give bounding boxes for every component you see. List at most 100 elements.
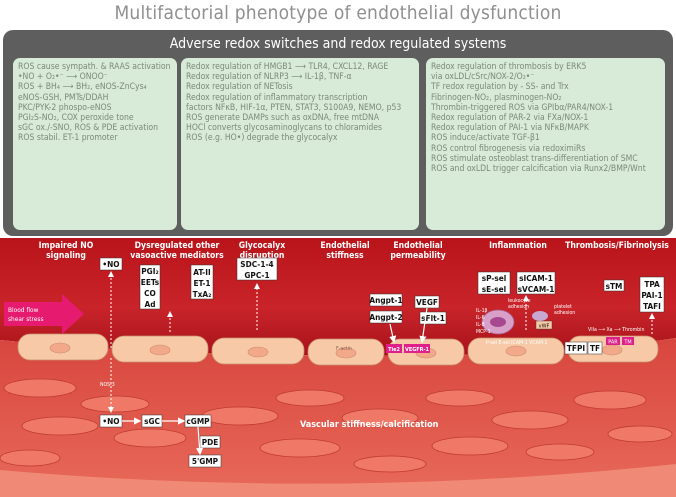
category-vasoactive: vasoactive mediators xyxy=(130,251,224,261)
blood-flow-label: Blood flow xyxy=(8,306,39,314)
vessel-illustration: Impaired NO signaling Dysregulated other… xyxy=(0,238,676,497)
panel-line: Redox regulation of thrombosis by ERK5 xyxy=(431,62,587,72)
coagulation-cascade: VIIa ⟶ Xa ⟶ Thrombin xyxy=(588,327,644,333)
category-glycocalyx: Glycocalyx xyxy=(239,241,285,251)
pde-arrow xyxy=(195,426,204,456)
tm-receptor xyxy=(622,337,634,345)
panel-line: TF redox regulation by - SS- and Trx xyxy=(431,82,569,93)
panel-line: via oxLDL/cSrc/NOX-2/O₂•⁻ xyxy=(431,72,535,83)
vaso-mediator: EETs xyxy=(141,277,160,287)
no-label: •NO xyxy=(102,259,119,269)
panel-line: PKC/PYK-2 phospo-eNOS xyxy=(18,102,112,113)
vwf-box xyxy=(535,320,553,330)
panel-line: PGI₂S-NO₂, COX peroxide tone xyxy=(18,113,134,124)
vaso-mediator: CO xyxy=(144,288,156,298)
panel-line: ROS + BH₄ ⟶ BH₂, eNOS-ZnCys₄ xyxy=(18,82,147,93)
panel-line: Fibrinogen-NO₂, plasminogen-NO₂ xyxy=(431,92,562,103)
panel-line: Redox regulation of PAR-2 via FXa/NOX-1 xyxy=(431,113,589,124)
platelet-label: platelet xyxy=(554,304,572,310)
category-no-signaling: Impaired NO xyxy=(39,241,94,251)
tm-label: TM xyxy=(623,340,631,346)
category-stiffness: stiffness xyxy=(326,251,364,261)
angpt1-label: Angpt-1 xyxy=(369,295,402,305)
panel-line: •NO + O₂•⁻ ⟶ ONOO⁻ xyxy=(18,72,108,83)
platelet-label: adhesion xyxy=(554,310,575,316)
cam-label: sVCAM-1 xyxy=(518,284,555,294)
panel-thrombosis-redox: Redox regulation of thrombosis by ERK5 v… xyxy=(426,58,665,230)
sgc-label: sGC xyxy=(144,416,160,426)
leukocyte-nucleus xyxy=(490,317,506,327)
panel-line: ROS cause sympath. & RAAS activation xyxy=(18,62,171,72)
panel-line: ROS generate DAMPs such as oxDNA, free m… xyxy=(186,113,380,124)
gmp-label: 5'GMP xyxy=(192,456,219,466)
panel-line: ROS stabil. ET-1 promoter xyxy=(18,133,118,144)
panel-line: eNOS-GSH, PMTs/DDAH xyxy=(18,92,109,103)
fibrinolysis-factor: PAI-1 xyxy=(641,290,662,300)
vegf-label: VEGF xyxy=(416,297,438,307)
panel-line: sGC ox./-SNO, ROS & PDE activation xyxy=(18,123,158,134)
vaso-mediator: PGI₂ xyxy=(141,266,158,276)
pde-label: PDE xyxy=(202,437,219,447)
panel-line: Redox regulation of NLRP3 ⟶ IL-1β, TNF-α xyxy=(186,72,352,83)
category-inflammation: Inflammation xyxy=(489,241,547,251)
vegf-arrow xyxy=(419,307,428,344)
panel-inflammation-redox: Redox regulation of HMGB1 ⟶ TLR4, CXCL12… xyxy=(181,58,419,230)
factin-label: F-actin xyxy=(336,346,352,352)
vaso-mediator: ET-1 xyxy=(193,278,210,288)
panel-line: HOCl converts glycosaminoglycans to chlo… xyxy=(186,123,383,134)
panel-line: ROS control fibrogenesis via redoximiRs xyxy=(431,143,586,154)
leukocyte-label: leukocyte xyxy=(508,298,531,304)
platelet xyxy=(532,311,548,321)
cgmp-label: cGMP xyxy=(186,416,210,426)
blood-flow-arrow xyxy=(4,294,84,334)
vaso-mediator: Ad xyxy=(145,299,156,309)
blood-flow-label: shear stress xyxy=(8,315,44,323)
cytokine-label: IL-8 xyxy=(476,322,485,328)
par-receptor xyxy=(606,337,620,345)
fibrinolysis-factor: TAFI xyxy=(643,301,661,311)
panel-line: factors NFκB, HIF-1α, PTEN, STAT3, S100A… xyxy=(186,102,402,113)
smooth-muscle-layer xyxy=(0,378,673,473)
nos3-label: NOS-3 xyxy=(100,382,115,388)
glycocalyx-marker: SDC-1-4 xyxy=(240,259,273,269)
panel-line: ROS induce/activate TGF-β1 xyxy=(431,133,540,144)
panel-line: Redox regulation of inflammatory transcr… xyxy=(186,92,368,103)
sflt-label: sFlt-1 xyxy=(421,313,445,323)
category-permeability: Endothelial xyxy=(393,241,442,251)
vessel-outer-edge xyxy=(0,464,676,497)
figure-title: Multifactorial phenotype of endothelial … xyxy=(114,2,562,24)
fibrinolysis-factor: TPA xyxy=(644,279,660,289)
vaso-mediator: AT-II xyxy=(193,267,211,277)
redox-box-title: Adverse redox switches and redox regulat… xyxy=(169,36,507,52)
no-label: •NO xyxy=(102,416,119,426)
vessel-wall xyxy=(0,338,676,497)
vegfr-label: VEGFR-1 xyxy=(405,347,430,353)
glycocalyx-marker: GPC-1 xyxy=(244,270,269,280)
panel-line: Redox regulation of HMGB1 ⟶ TLR4, CXCL12… xyxy=(186,62,389,72)
adhesion-molecules: P-sel E-sel ICAM-1 VCAM-1 xyxy=(486,340,548,346)
tie2-receptor xyxy=(386,344,402,353)
cytokine-label: IL-6 xyxy=(476,315,485,321)
vaso-mediator: TxA₂ xyxy=(193,289,212,299)
leukocyte-label: adhesion xyxy=(508,304,529,310)
angpt-arrow xyxy=(389,323,397,344)
vegfr-receptor xyxy=(404,344,430,353)
tie2-label: Tie2 xyxy=(388,347,400,353)
selectin-label: sP-sel xyxy=(482,273,507,283)
cytokine-label: MCP-1 xyxy=(476,329,491,335)
panel-no-signaling-redox: ROS cause sympath. & RAAS activation •NO… xyxy=(13,58,177,230)
panel-line: ROS and oxLDL trigger calcification via … xyxy=(431,164,646,175)
panel-line: ROS stimulate osteoblast trans-different… xyxy=(431,153,638,164)
category-vasoactive: Dysregulated other xyxy=(135,241,220,251)
cytokine-label: IL-1β xyxy=(476,308,488,314)
par-label: PAR xyxy=(608,340,618,346)
stiffness-label: Vascular stiffness/calcification xyxy=(300,420,439,430)
cam-label: sICAM-1 xyxy=(519,273,553,283)
category-stiffness: Endothelial xyxy=(320,241,369,251)
stm-label: sTM xyxy=(606,281,623,291)
panel-line: Thrombin-triggered ROS via GPIbα/PAR4/NO… xyxy=(431,102,614,113)
category-no-signaling: signaling xyxy=(46,251,86,261)
panel-line: ROS (e.g. HO•) degrade the glycocalyx xyxy=(186,133,338,144)
category-permeability: permeability xyxy=(390,251,445,261)
angpt2-label: Angpt-2 xyxy=(369,312,402,322)
